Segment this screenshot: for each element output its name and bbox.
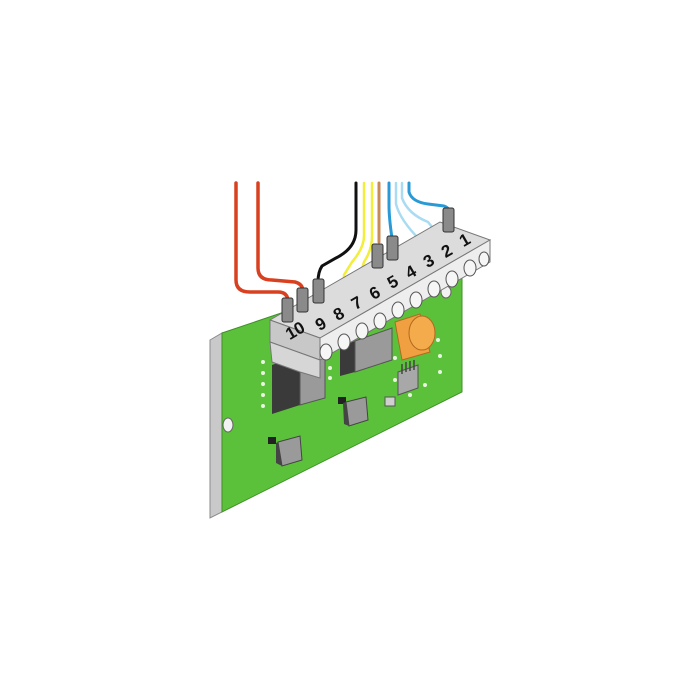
wire-red-9: [256, 181, 305, 294]
transistor-1: [338, 396, 369, 427]
mounting-hole-left: [222, 417, 234, 433]
wire-lightblue-3: [400, 181, 438, 256]
wire-black-8: [316, 181, 358, 284]
transistor-2: [268, 435, 303, 467]
smd-part: [384, 396, 396, 407]
terminal-screws: [319, 251, 490, 361]
wire-yellow-7a: [342, 181, 366, 294]
capacitor-orange: [394, 313, 436, 361]
wire-red-10: [234, 181, 290, 304]
connector-header: [397, 360, 419, 396]
pcb-edge: [209, 332, 223, 519]
wire-blue-5: [387, 181, 394, 240]
terminal-block: [268, 207, 492, 379]
solder-pads: [261, 338, 442, 408]
ferrules: [281, 207, 455, 323]
wire-yellow-7b: [358, 181, 374, 290]
wires: [234, 181, 452, 304]
